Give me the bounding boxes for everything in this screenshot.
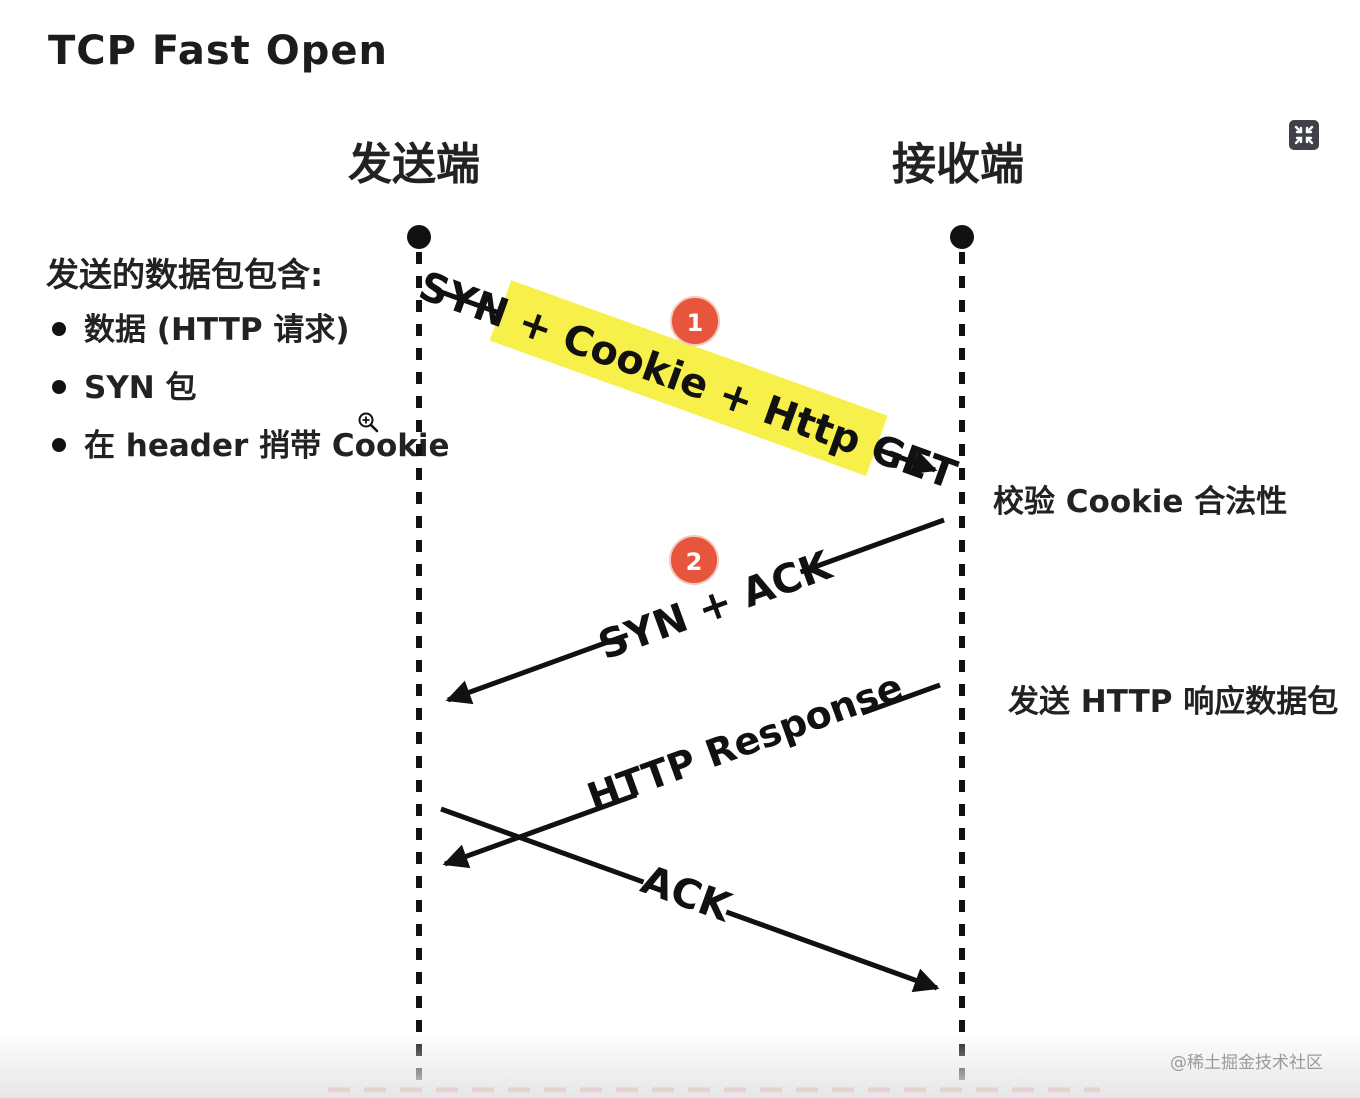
message-3-label: HTTP Response [581, 665, 908, 820]
sender-column-title: 发送端 [348, 139, 480, 190]
list-item: SYN 包 [46, 368, 450, 426]
svg-text:1: 1 [687, 309, 704, 337]
message-1-highlight [489, 280, 888, 476]
list-item: 在 header 捎带 Cookie [46, 426, 450, 484]
receiver-note-send: 发送 HTTP 响应数据包 [1008, 684, 1339, 720]
zoom-in-icon [356, 410, 380, 438]
sender-notes-heading: 发送的数据包包含: [46, 255, 324, 294]
sender-notes: 发送的数据包包含: 数据 (HTTP 请求) SYN 包 在 header 捎带… [46, 248, 450, 484]
page-title: TCP Fast Open [48, 28, 388, 74]
message-4-ack: ACK [440, 806, 940, 993]
watermark: @稀土掘金技术社区 [1170, 1053, 1323, 1073]
list-item: 数据 (HTTP 请求) [46, 310, 450, 368]
sender-notes-list: 数据 (HTTP 请求) SYN 包 在 header 捎带 Cookie [46, 310, 450, 484]
message-1-syn-cookie-get: SYN + Cookie + Http GET 1 [413, 263, 963, 499]
collapse-icon[interactable] [1289, 120, 1319, 150]
step-badge-2: 2 [669, 535, 719, 585]
receiver-lifeline-start [950, 225, 974, 249]
receiver-column-title: 接收端 [892, 139, 1024, 190]
receiver-note-verify: 校验 Cookie 合法性 [993, 484, 1288, 520]
bottom-fade [0, 1030, 1360, 1098]
message-3-http-response: HTTP Response [442, 665, 941, 869]
step-badge-1: 1 [670, 296, 720, 346]
svg-text:2: 2 [686, 548, 703, 576]
sender-lifeline-start [407, 225, 431, 249]
